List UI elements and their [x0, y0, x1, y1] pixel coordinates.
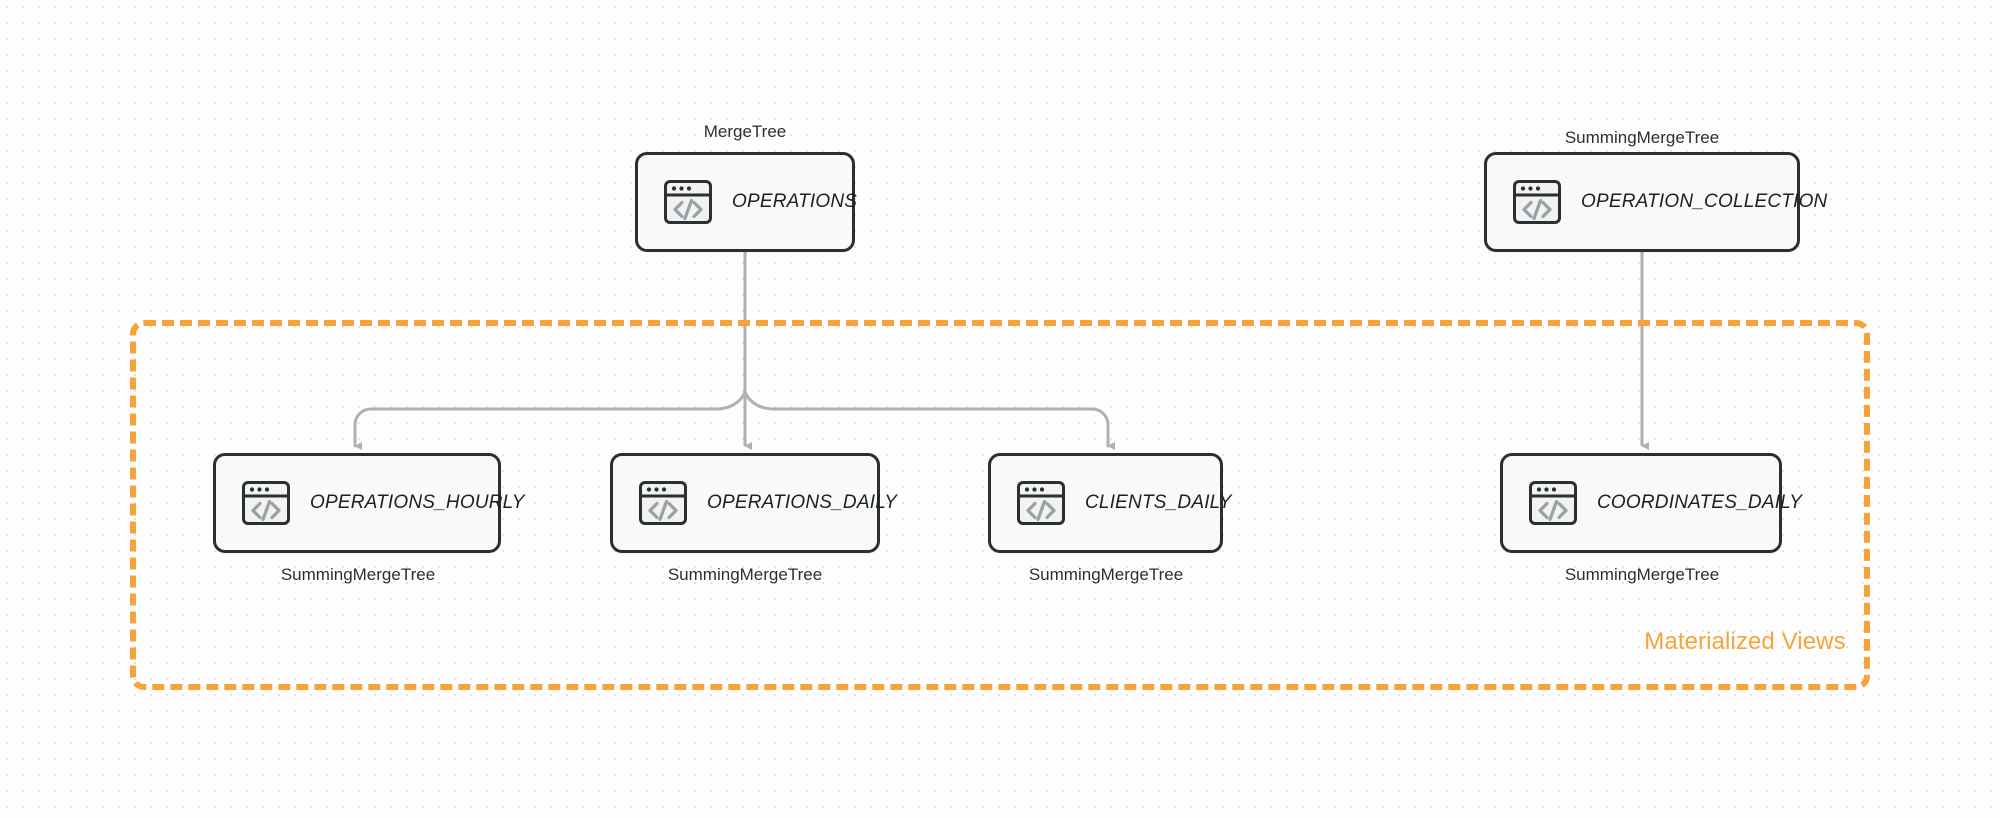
node-title: OPERATIONS_HOURLY — [310, 492, 525, 513]
code-window-icon — [664, 180, 712, 224]
node-title: CLIENTS_DAILY — [1085, 492, 1232, 513]
code-window-icon — [639, 481, 687, 525]
engine-label-clients-daily: SummingMergeTree — [1028, 565, 1184, 584]
node-title: OPERATIONS — [732, 191, 858, 212]
engine-label-coordinates-daily: SummingMergeTree — [1564, 565, 1720, 584]
node-title: COORDINATES_DAILY — [1597, 492, 1803, 513]
code-window-icon — [242, 481, 290, 525]
engine-label-operations: MergeTree — [703, 122, 787, 141]
node-coordinates-daily[interactable]: COORDINATES_DAILY — [1500, 453, 1802, 553]
materialized-views-group — [130, 320, 1870, 690]
code-window-icon — [1017, 481, 1065, 525]
materialized-views-caption: Materialized Views — [1644, 628, 1846, 655]
node-operations[interactable]: OPERATIONS — [635, 152, 858, 252]
engine-label-operation-collection: SummingMergeTree — [1564, 128, 1720, 147]
node-clients-daily[interactable]: CLIENTS_DAILY — [988, 453, 1231, 553]
node-operations-hourly[interactable]: OPERATIONS_HOURLY — [213, 453, 524, 553]
engine-label-operations-daily: SummingMergeTree — [667, 565, 823, 584]
code-window-icon — [1529, 481, 1577, 525]
node-operations-daily[interactable]: OPERATIONS_DAILY — [610, 453, 897, 553]
node-operation-collection[interactable]: OPERATION_COLLECTION — [1484, 152, 1827, 252]
node-title: OPERATION_COLLECTION — [1581, 191, 1828, 212]
node-title: OPERATIONS_DAILY — [707, 492, 898, 513]
engine-label-operations-hourly: SummingMergeTree — [280, 565, 436, 584]
code-window-icon — [1513, 180, 1561, 224]
